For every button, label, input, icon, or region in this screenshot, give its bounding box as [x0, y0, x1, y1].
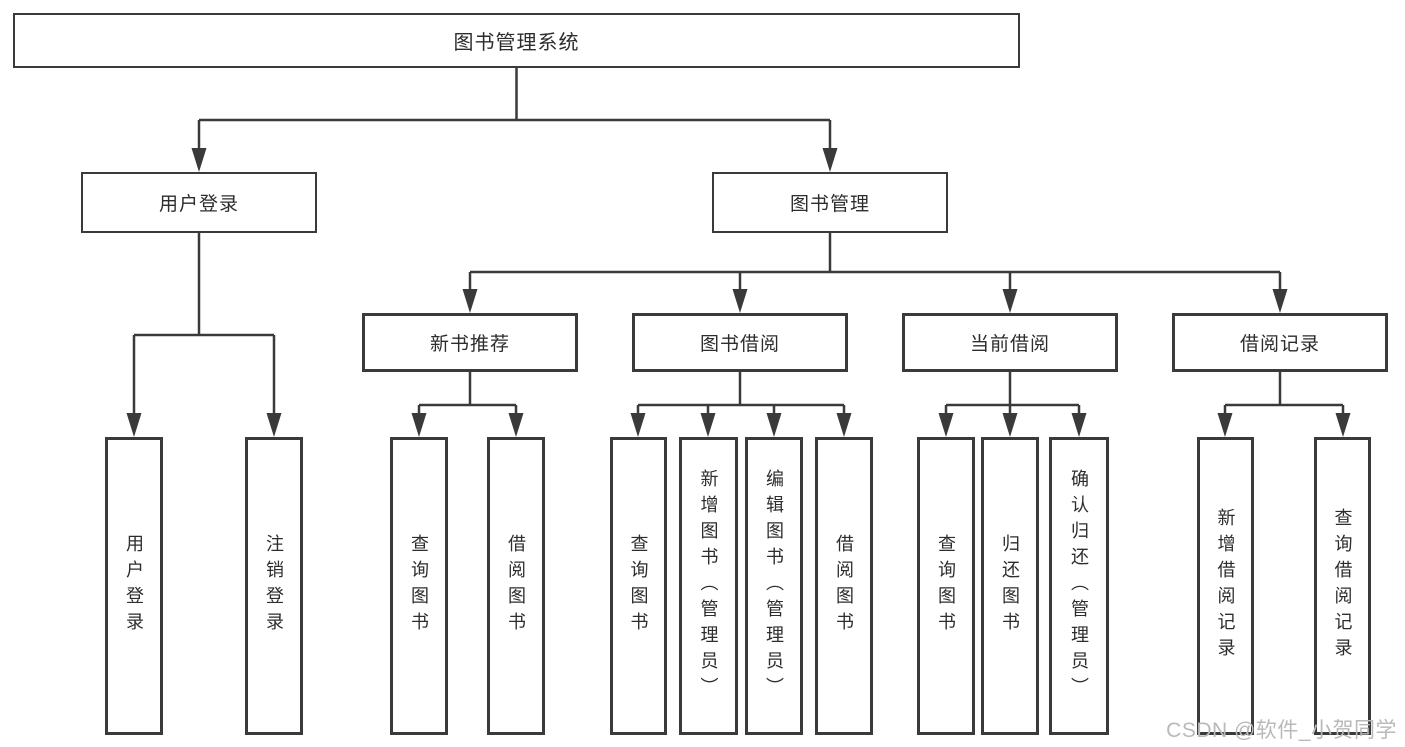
node-label: 查询图书	[628, 534, 649, 638]
leaf-query-books-current: 查询图书	[917, 437, 975, 735]
leaf-logout: 注销登录	[245, 437, 303, 735]
node-book-management: 图书管理	[712, 172, 948, 233]
node-label: 借阅图书	[834, 534, 854, 638]
node-label: 新增图书（管理员）	[698, 469, 719, 703]
node-label: 新增借阅记录	[1215, 508, 1236, 664]
leaf-query-books-recommend: 查询图书	[390, 437, 448, 735]
node-label: 图书管理	[789, 194, 870, 215]
node-current-borrowing: 当前借阅	[902, 313, 1118, 372]
node-label: 注销登录	[264, 534, 284, 638]
leaf-borrow-books-borrowing: 借阅图书	[815, 437, 873, 735]
node-user-login: 用户登录	[81, 172, 317, 233]
node-system: 图书管理系统	[13, 13, 1020, 68]
leaf-query-books-borrowing: 查询图书	[610, 437, 667, 735]
leaf-return-book: 归还图书	[981, 437, 1039, 735]
leaf-borrow-books-recommend: 借阅图书	[487, 437, 545, 735]
leaf-user-login: 用户登录	[105, 437, 163, 735]
leaf-add-borrow-record: 新增借阅记录	[1197, 437, 1254, 735]
node-label: 查询图书	[936, 534, 956, 638]
csdn-watermark: CSDN @软件_小贺同学	[1166, 719, 1397, 742]
node-label: 确认归还（管理员）	[1069, 469, 1089, 703]
leaf-add-book-admin: 新增图书（管理员）	[679, 437, 738, 735]
node-label: 查询图书	[409, 534, 429, 638]
node-label: 用户登录	[124, 534, 144, 638]
leaf-edit-book-admin: 编辑图书（管理员）	[745, 437, 803, 735]
arrowheads	[126, 148, 1351, 437]
node-label: 用户登录	[158, 194, 239, 215]
leaf-confirm-return-admin: 确认归还（管理员）	[1049, 437, 1109, 735]
node-book-borrowing: 图书借阅	[632, 313, 848, 372]
node-label: 归还图书	[1000, 534, 1020, 638]
node-label: 新书推荐	[429, 334, 510, 355]
node-label: 编辑图书（管理员）	[764, 469, 784, 703]
node-borrowing-records: 借阅记录	[1172, 313, 1388, 372]
node-label: 查询借阅记录	[1332, 508, 1353, 664]
node-label: 图书管理系统	[453, 32, 580, 54]
leaf-query-borrow-record: 查询借阅记录	[1314, 437, 1371, 735]
node-label: 借阅记录	[1239, 334, 1320, 355]
node-label: 图书借阅	[699, 334, 780, 355]
node-new-book-recommendation: 新书推荐	[362, 313, 578, 372]
node-label: 当前借阅	[969, 334, 1050, 355]
node-label: 借阅图书	[506, 534, 526, 638]
